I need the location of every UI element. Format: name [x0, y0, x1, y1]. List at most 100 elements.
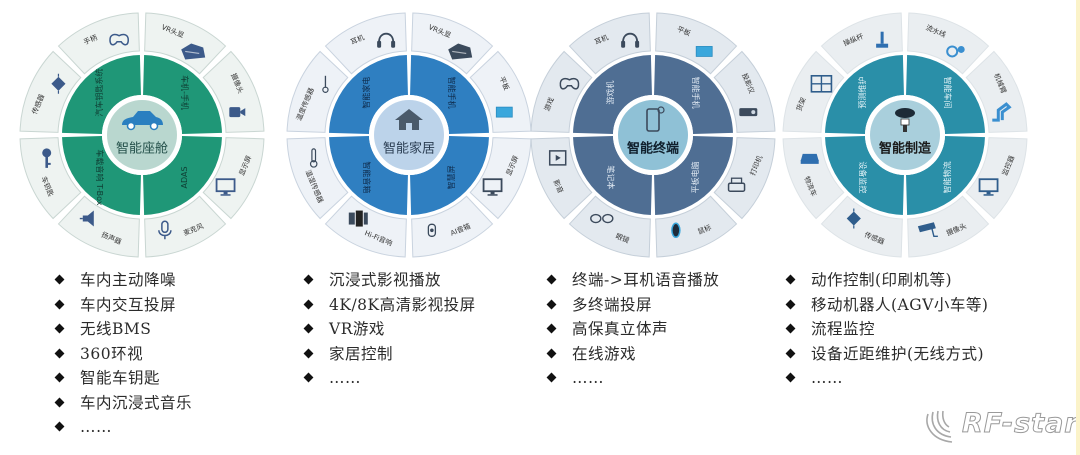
use-case-item: 4K/8K高清影视投屏: [301, 293, 476, 318]
inner-segment: 智能手机: [654, 55, 733, 134]
use-case-item: ……: [301, 366, 476, 391]
outer-segment: 游戏: [530, 50, 593, 133]
outer-segment: 货架: [782, 50, 845, 133]
diamond-bullet-icon: [546, 323, 557, 334]
diamond-bullet-icon: [303, 274, 314, 285]
center-hub: [374, 100, 444, 170]
diamond-bullet-icon: [54, 421, 65, 432]
terminal-use-case-list: 终端->耳机语音播放多终端投屏高保真立体声在线游戏……: [544, 268, 719, 391]
inner-segment-label: 智能手机: [691, 77, 701, 109]
inner-segment: 设备监控: [825, 136, 904, 215]
robot-arm-icon: [992, 102, 1012, 122]
use-case-text: ……: [329, 369, 361, 387]
diamond-bullet-icon: [54, 397, 65, 407]
use-case-text: 无线BMS: [80, 320, 152, 338]
outer-segment: 平板: [655, 12, 738, 75]
use-case-item: VR游戏: [301, 317, 476, 342]
diamond-bullet-icon: [546, 299, 557, 309]
outer-segment: 流水线: [907, 12, 990, 75]
diagram-smart-manufacturing: 流水线机械臂监控器摄像头传感器物流车货架操纵杆智能车间智能物流设备监控预测维护智…: [780, 10, 1030, 260]
diamond-bullet-icon: [303, 372, 314, 383]
outer-segment: 平板: [469, 50, 532, 133]
diamond-bullet-icon: [785, 348, 796, 358]
diamond-bullet-icon: [54, 323, 65, 334]
video-player-icon: [548, 150, 567, 166]
use-case-text: 流程监控: [811, 320, 876, 338]
inner-segment: 智慧屏: [410, 136, 489, 215]
projector-icon: [739, 108, 758, 117]
rf-star-watermark: RF-star: [922, 404, 1080, 448]
use-case-text: 沉浸式影视播放: [329, 271, 442, 289]
outer-segment: 摄像头: [907, 195, 990, 258]
outer-segment: 投影仪: [713, 50, 776, 133]
use-case-text: 家居控制: [329, 344, 394, 363]
use-case-item: 车内主动降噪: [52, 268, 192, 293]
outer-segment: 传感器: [820, 195, 903, 258]
use-case-text: ……: [572, 369, 604, 387]
page-edge-strip: [1076, 0, 1080, 455]
use-case-text: 设备近距维护(无线方式): [811, 344, 985, 363]
mouse-icon: [671, 222, 681, 239]
center-label: 智能家居: [383, 141, 435, 157]
monitor-icon: [978, 178, 999, 196]
inner-segment: 预测维护: [825, 55, 904, 134]
use-case-text: 360环视: [80, 344, 144, 363]
tablet-icon: [495, 106, 513, 118]
shelf-icon: [810, 74, 833, 93]
inner-segment-label: 智能音箱: [362, 161, 372, 193]
outer-segment: 车钥匙: [19, 137, 82, 220]
use-case-text: 高保真立体声: [572, 320, 669, 338]
gamepad-icon: [109, 33, 129, 46]
inner-segment: 智能车间: [906, 55, 985, 134]
diamond-bullet-icon: [54, 348, 65, 358]
inner-segment: 智能家电: [329, 55, 408, 134]
vr-headset-icon: [181, 43, 206, 60]
diamond-bullet-icon: [303, 348, 314, 358]
manufacturing-use-case-list: 动作控制(印刷机等)移动机器人(AGV小车等)流程监控设备近距维护(无线方式)……: [783, 268, 988, 391]
vr-headset-icon: [448, 43, 473, 60]
use-case-item: 流程监控: [783, 317, 988, 342]
outer-segment: VR头显: [144, 12, 227, 75]
joystick-icon: [876, 31, 889, 48]
signal-waves-icon: [926, 410, 953, 443]
inner-segment: 智能音箱: [329, 136, 408, 215]
outer-segment: 操纵杆: [820, 12, 903, 75]
diamond-bullet-icon: [785, 372, 796, 383]
outer-segment: 扬声器: [57, 195, 140, 258]
center-hub: [618, 100, 688, 170]
inner-segment: ADAS: [143, 136, 222, 215]
use-case-text: 在线游戏: [572, 344, 637, 363]
inner-segment-label: 智慧屏: [446, 165, 456, 189]
outer-segment: VR头显: [411, 12, 494, 75]
tablet-icon: [695, 46, 713, 57]
inner-segment-label: 车载音响 T-Box: [95, 149, 105, 205]
outer-segment: 温度传感器: [286, 50, 349, 133]
diamond-bullet-icon: [546, 348, 557, 358]
inner-segment-label: 平板电脑: [690, 161, 700, 193]
inner-segment: 汽车钥匙系统: [62, 55, 141, 134]
outer-segment: 影音: [530, 137, 593, 220]
watermark-text: RF-star: [962, 408, 1079, 440]
inner-segment: 车载音响 T-Box: [62, 136, 141, 215]
use-case-item: 多终端投屏: [544, 293, 719, 318]
outer-segment: 鼠标: [655, 195, 738, 258]
vehicle-icon: [800, 153, 819, 164]
use-case-text: 智能车钥匙: [80, 369, 161, 387]
inner-segment-label: 游戏机: [605, 81, 615, 105]
outer-segment: 摄像头: [202, 50, 265, 133]
outer-segment: AI音箱: [411, 195, 494, 258]
diamond-bullet-icon: [785, 299, 796, 309]
center-hub: [870, 100, 940, 170]
outer-segment: 显示屏: [469, 137, 532, 220]
use-case-text: ……: [811, 369, 843, 387]
inner-segment-label: 汽车钥匙系统: [94, 69, 104, 117]
diamond-bullet-icon: [54, 274, 65, 285]
use-case-item: 无线BMS: [52, 317, 192, 342]
inner-segment: 游戏机: [573, 55, 652, 134]
smart-speaker-icon: [427, 223, 437, 237]
outer-segment: 物流车: [782, 137, 845, 220]
diamond-bullet-icon: [54, 372, 65, 383]
